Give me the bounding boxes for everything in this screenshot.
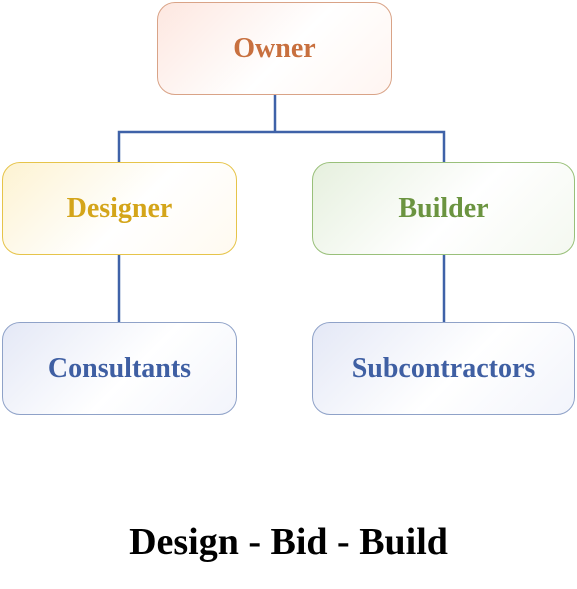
- owner-label: Owner: [233, 32, 316, 64]
- consultants-label: Consultants: [47, 352, 192, 384]
- builder-label: Builder: [398, 192, 489, 224]
- consultants-node: Consultants: [2, 322, 237, 415]
- designer-label: Designer: [66, 192, 173, 224]
- diagram-title: Design - Bid - Build: [129, 521, 448, 563]
- designer-node: Designer: [2, 162, 237, 255]
- builder-node: Builder: [312, 162, 575, 255]
- owner-node: Owner: [157, 2, 392, 95]
- subcontractors-label: Subcontractors: [351, 352, 536, 384]
- owner-branch-connector: [117, 130, 446, 162]
- subcontractors-node: Subcontractors: [312, 322, 575, 415]
